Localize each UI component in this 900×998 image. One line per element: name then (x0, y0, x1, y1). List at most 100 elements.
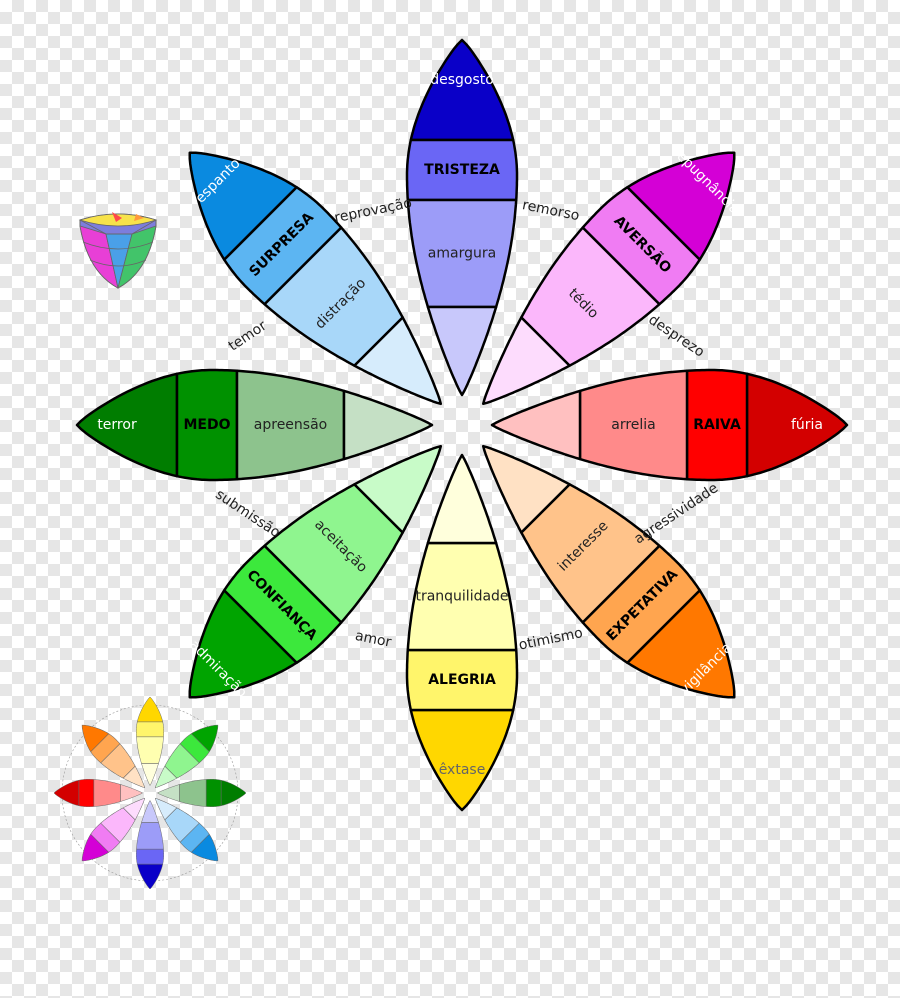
petal-tristeza-band-2 (406, 198, 518, 309)
petal-tristeza-band-3 (426, 305, 498, 397)
petal-raiva-label-0: fúria (791, 417, 823, 433)
petal-aversao-band-2 (520, 226, 661, 367)
mini-petal-tristeza (136, 799, 164, 890)
mini-petal-raiva (53, 779, 144, 807)
mini-petal-band (156, 784, 180, 802)
petal-tristeza-band-0 (409, 38, 515, 142)
petal-medo: terror MEDO apreensão (75, 368, 434, 482)
petal-confianca-band-3 (353, 444, 443, 534)
mini-petal-band (136, 736, 164, 764)
mini-petal-expetativa (81, 724, 146, 789)
mini-petal-band (141, 799, 159, 823)
mini-petal-band (136, 863, 164, 890)
dyad-label-1: desprezo (645, 312, 707, 361)
mini-petal-medo (156, 779, 247, 807)
mini-petal-band (141, 763, 159, 787)
mini-wheel-thumbnail (53, 696, 247, 890)
petal-medo-band-2 (235, 369, 346, 481)
dyad-label-6: temor (226, 318, 270, 355)
mini-petal-band (179, 733, 210, 764)
mini-petal-band (136, 721, 164, 738)
petal-raiva-label-2: arrelia (611, 417, 656, 433)
mini-petal-band (179, 779, 207, 807)
petal-confianca-band-2 (263, 483, 404, 624)
dyad-label-3: otimismo (517, 625, 584, 653)
mini-petal-band (81, 833, 110, 862)
petal-raiva-band-3 (490, 389, 582, 461)
mini-petal-band (190, 724, 219, 753)
petal-alegria-band-2 (406, 541, 518, 652)
mini-petal-band (53, 779, 80, 807)
mini-petal-band (78, 779, 95, 807)
mini-petal-band (136, 848, 164, 865)
mini-petal-band (154, 797, 178, 821)
mini-petal-band (190, 833, 219, 862)
petal-raiva-band-2 (578, 369, 689, 481)
mini-petal-aversao (81, 797, 146, 862)
mini-petal-band (164, 743, 200, 779)
petal-confianca-band-0 (188, 589, 298, 699)
petal-alegria-label-1: ALEGRIA (428, 672, 496, 688)
petal-aversao-band-0 (626, 151, 736, 261)
petal-alegria-label-0: êxtase (439, 762, 486, 778)
dyad-label-2: agressividade (631, 480, 721, 547)
petal-expetativa-band-2 (520, 483, 661, 624)
petal-medo-label-2: apreensão (254, 417, 327, 433)
petal-alegria-band-3 (426, 453, 498, 545)
mini-petal-band (122, 797, 146, 821)
dyad-label-0: remorso (521, 197, 581, 224)
petal-expetativa-band-3 (481, 444, 571, 534)
petal-medo-label-1: MEDO (183, 417, 230, 433)
mini-petal-band (90, 733, 121, 764)
petal-aversao-band-1 (581, 186, 701, 306)
mini-petal-surpresa (154, 797, 219, 862)
petal-surpresa-band-1 (223, 186, 343, 306)
mini-petal-confianca (154, 724, 219, 789)
petal-medo-label-0: terror (97, 417, 137, 433)
petal-tristeza-band-1 (405, 138, 519, 202)
petal-expetativa-band-0 (626, 589, 736, 699)
mini-petal-alegria (136, 696, 164, 787)
petal-alegria: êxtase ALEGRIA tranquilidade (405, 453, 519, 812)
petal-surpresa-band-3 (353, 316, 443, 406)
petal-tristeza-label-0: desgosto (430, 72, 494, 88)
mini-petal-band (136, 822, 164, 850)
petal-alegria-band-1 (405, 648, 519, 712)
petal-tristeza-label-2: amargura (428, 246, 496, 262)
petal-surpresa-band-0 (188, 151, 298, 261)
cone-thumbnail (78, 212, 158, 289)
petal-surpresa-band-2 (263, 226, 404, 367)
petal-aversao-band-3 (481, 316, 571, 406)
petal-medo-band-0 (75, 372, 179, 478)
mini-petal-band (120, 784, 144, 802)
petal-raiva-band-1 (685, 368, 749, 482)
mini-petal-band (93, 779, 121, 807)
mini-petal-band (154, 765, 178, 789)
petal-tristeza-label-1: TRISTEZA (424, 162, 500, 178)
dyad-label-4: amor (354, 628, 393, 651)
mini-petal-band (205, 779, 222, 807)
petal-confianca-band-1 (223, 544, 343, 664)
petal-expetativa-band-1 (581, 544, 701, 664)
mini-petal-band (90, 822, 121, 853)
mini-petal-band (122, 765, 146, 789)
mini-petal-band (100, 743, 136, 779)
petal-medo-band-1 (175, 368, 239, 482)
petal-alegria-label-2: tranquilidade (415, 589, 508, 605)
petal-alegria-band-0 (409, 708, 515, 812)
petal-raiva-band-0 (745, 372, 849, 478)
mini-petal-band (136, 696, 164, 723)
petal-medo-band-3 (342, 389, 434, 461)
petal-raiva: fúria RAIVA arrelia (490, 368, 849, 482)
mini-petal-band (81, 724, 110, 753)
petal-raiva-label-1: RAIVA (693, 417, 741, 433)
mini-petal-band (164, 807, 200, 843)
mini-petal-band (179, 822, 210, 853)
